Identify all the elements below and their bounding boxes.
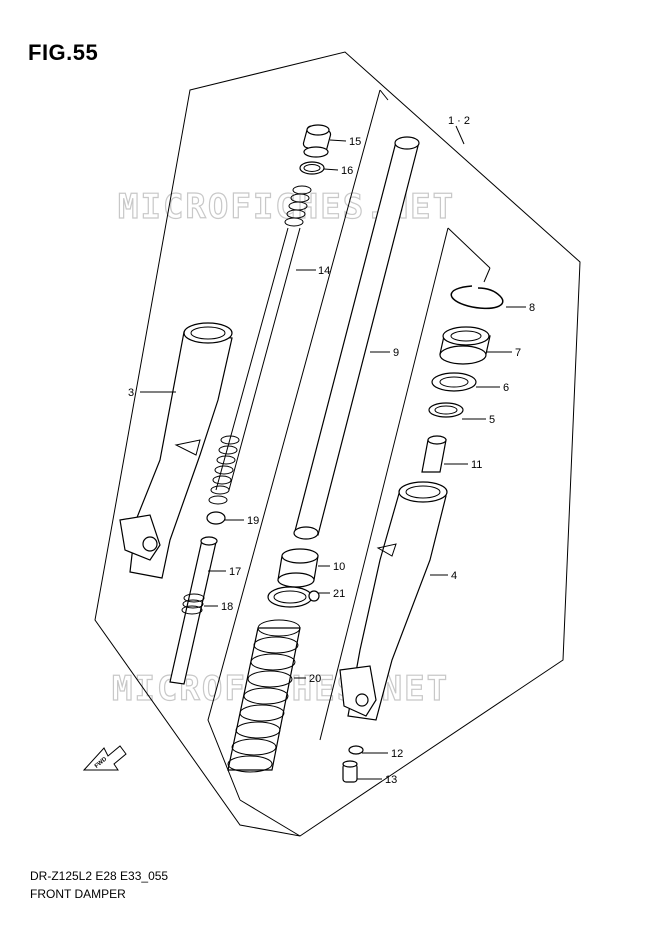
callout-13: 13 [385,774,397,786]
damper-bolt [342,760,358,783]
inner-outline-left [207,89,381,801]
drain-gasket [348,745,364,755]
circlip [450,285,504,310]
callout-14: 14 [318,265,330,277]
callout-16: 16 [341,165,353,177]
callout-5: 5 [489,414,495,426]
diagram-caption: FRONT DAMPER [30,887,126,901]
outer-tube-right [339,481,448,721]
callout-7: 7 [515,347,521,359]
dust-boot [227,619,301,773]
callout-12: 12 [391,748,403,760]
boot-clamp [267,586,320,608]
o-ring [299,161,325,175]
damper-pipe [169,536,218,685]
right-outline-notch [483,267,491,283]
callout-15: 15 [349,136,361,148]
callout-3: 3 [128,387,134,399]
callout-6: 6 [503,382,509,394]
callout-8: 8 [529,302,535,314]
assembly-outline [94,51,581,837]
forward-arrow-icon: FWD [82,745,127,771]
inner-outline-bottom [239,799,301,837]
rebound-spring [181,593,205,615]
guide-bushing [428,402,464,418]
inner-outline-top [379,89,389,101]
callout-21: 21 [333,588,345,600]
seal-washer [431,372,477,392]
damper-rod-spring [208,185,312,505]
callout-11: 11 [471,459,482,471]
oil-lock-piece [421,435,447,473]
callout-10: 10 [333,561,345,573]
right-outline-top [447,227,491,269]
callout-17: 17 [229,566,241,578]
seal-washer-inner [439,376,469,388]
outer-tube-left [119,322,233,579]
cap-bolt [302,124,332,158]
callout-19: 19 [247,515,259,527]
callout-labels: 15 16 14 1 · 2 8 7 9 6 3 5 11 19 17 10 4… [128,115,535,786]
callout-4: 4 [451,570,457,582]
right-outline-left [319,227,449,741]
figure-title: FIG.55 [28,40,99,65]
callout-20: 20 [309,673,321,685]
callout-1-2: 1 · 2 [448,115,470,127]
callout-9: 9 [393,347,399,359]
leader-lines [140,125,526,780]
callout-18: 18 [221,601,233,613]
clip [206,511,226,525]
oil-seal [439,326,491,365]
model-code: DR-Z125L2 E28 E33_055 [30,869,169,883]
bushing [277,548,319,588]
inner-tube [293,136,420,540]
o-ring-inner [303,164,321,172]
